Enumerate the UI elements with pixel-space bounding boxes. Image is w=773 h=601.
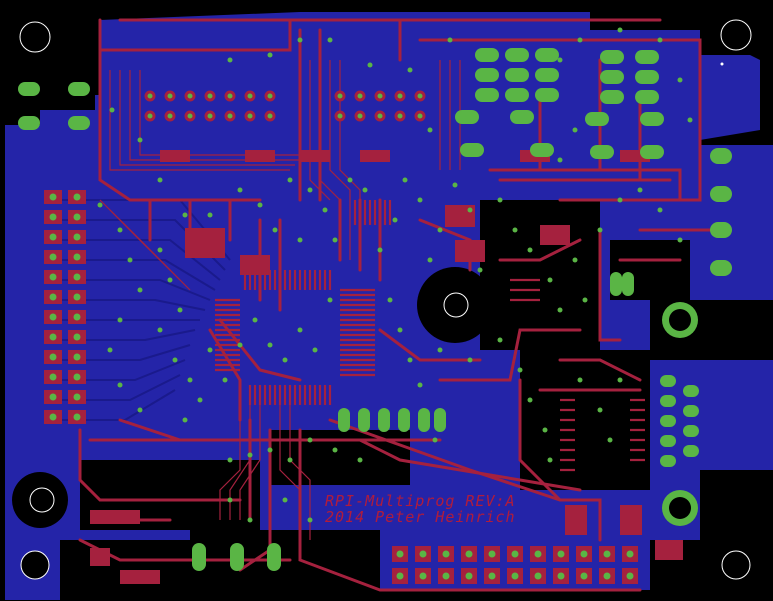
smd-pads [90, 150, 683, 584]
bottom-header-holes [396, 550, 634, 580]
ic-pin-rows [215, 200, 645, 472]
mounting-hole-top-left [19, 21, 51, 53]
dsub-connector-pads [660, 375, 699, 467]
white-marker [720, 62, 724, 66]
mounting-holes [12, 19, 752, 580]
oval-pad-groups [18, 48, 732, 571]
through-hole-pads [18, 48, 732, 584]
mounting-hole-bottom-right [721, 550, 751, 580]
silkscreen-title: RPI-Multiprog REV:A [325, 492, 516, 510]
mounting-hole-top-right [720, 19, 752, 51]
mounting-hole-bottom-left [29, 487, 55, 513]
left-header-holes [49, 193, 81, 421]
dip-ic-pins [144, 90, 426, 122]
vias [97, 27, 693, 523]
mounting-hole-center [443, 292, 469, 318]
mounting-hole-bottom-left-2 [20, 550, 50, 580]
silkscreen-author: 2014 Peter Heinrich [325, 508, 516, 526]
